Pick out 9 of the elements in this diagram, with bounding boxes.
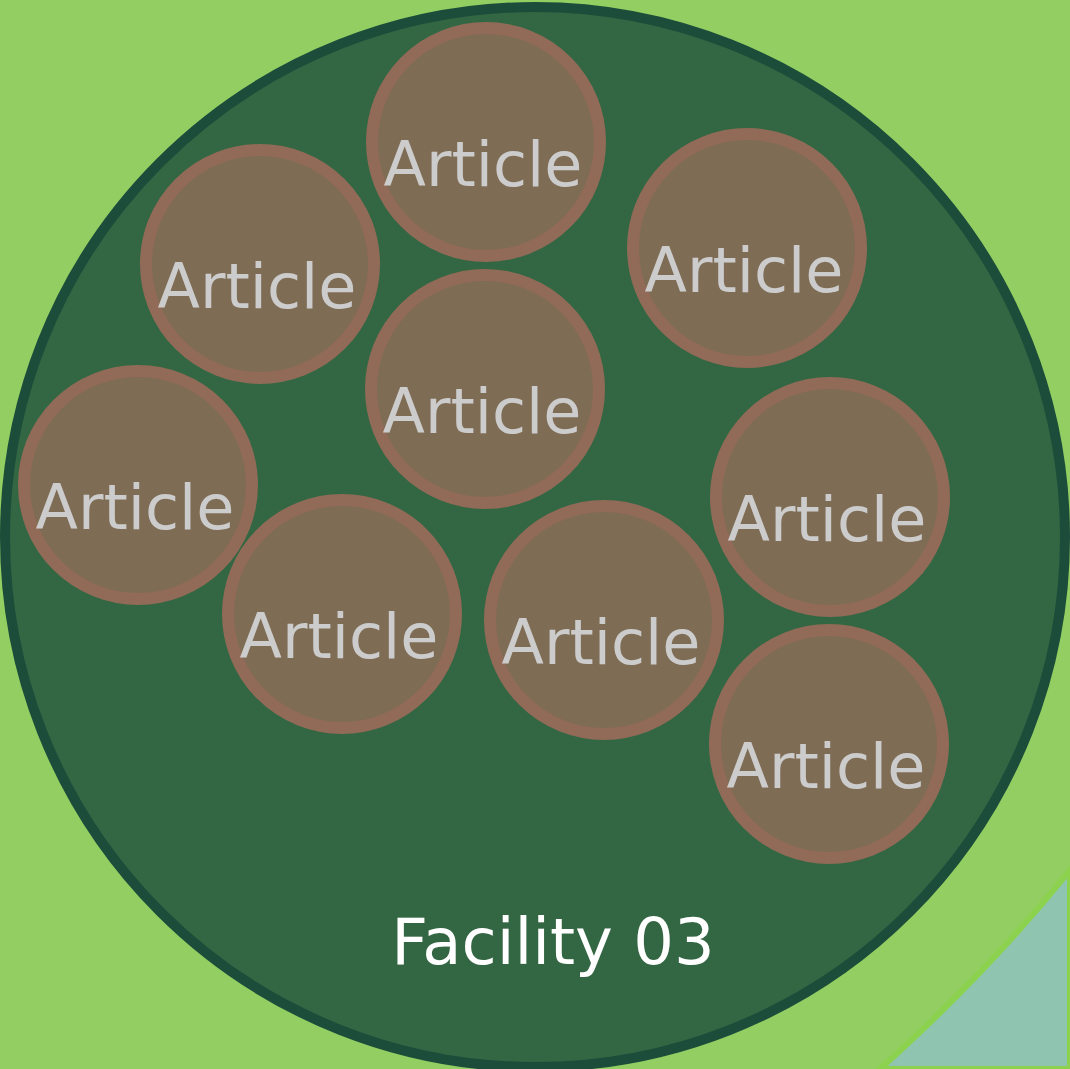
node-label: Article (382, 381, 582, 443)
node-label: Article (157, 256, 357, 318)
node-label: Article (644, 240, 844, 302)
node-label: Article (383, 134, 583, 196)
node-label: Article (726, 736, 926, 798)
node-label: Article (239, 606, 439, 668)
node-label: Article (35, 477, 235, 539)
node-label: Article (727, 489, 927, 551)
node-label: Article (501, 612, 701, 674)
